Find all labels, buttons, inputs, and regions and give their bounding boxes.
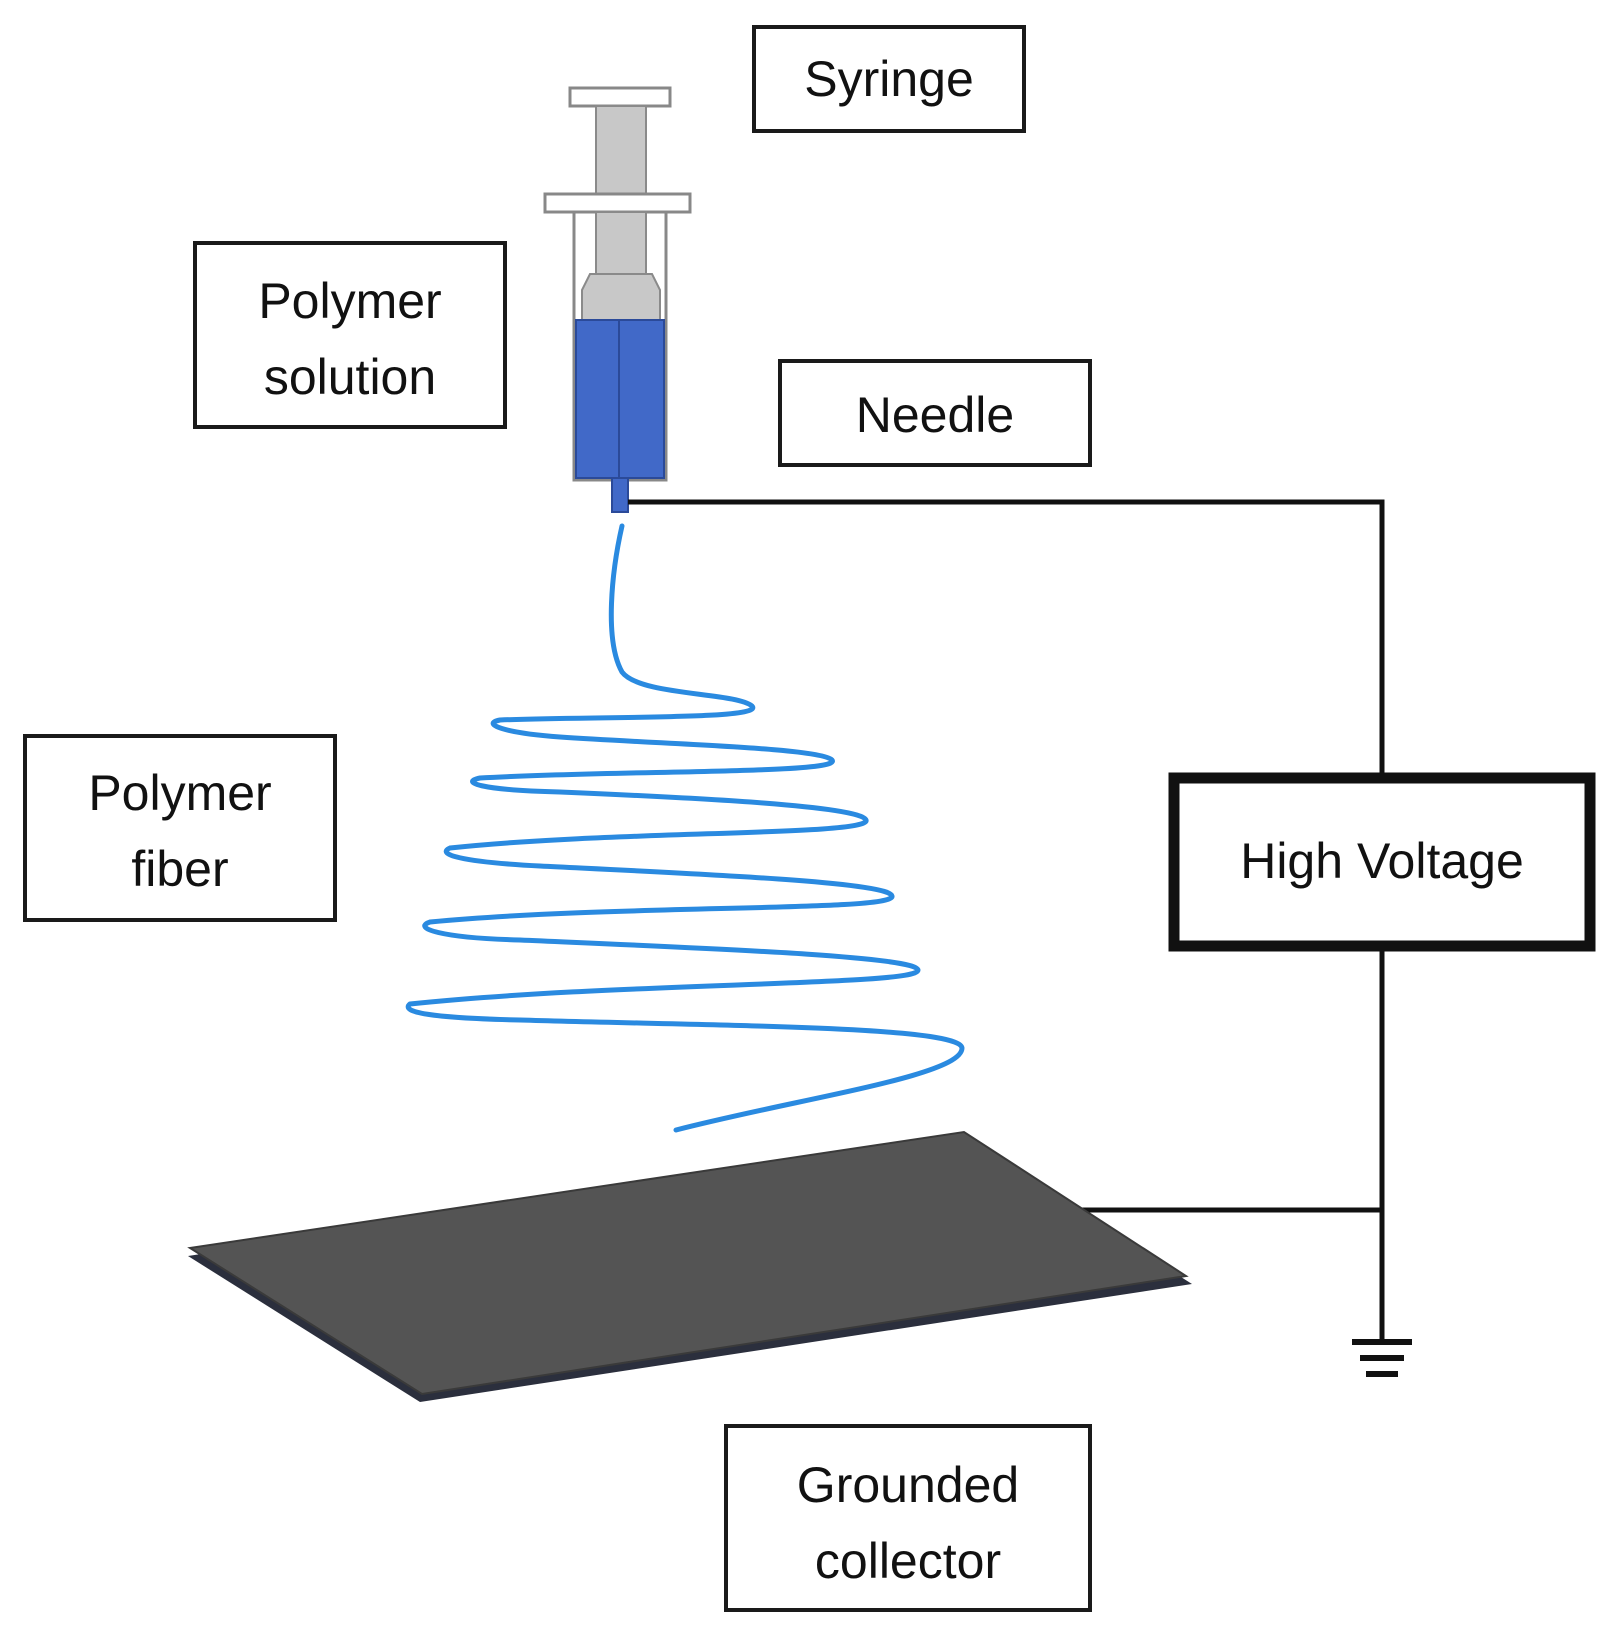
collector-plate-top (187, 1130, 1189, 1396)
polymer-fiber-label-line2: fiber (131, 841, 228, 897)
polymer-fiber-spiral (405, 523, 965, 1133)
syringe-tip (611, 477, 629, 513)
circuit-wires (628, 499, 1385, 1340)
needle-label-text: Needle (856, 387, 1014, 443)
syringe (543, 86, 692, 513)
grounded-collector-label: Grounded collector (724, 1424, 1092, 1612)
polymer-solution-label: Polymer solution (193, 241, 507, 429)
plunger-cap (568, 86, 672, 108)
high-voltage-label-text: High Voltage (1240, 833, 1524, 889)
polymer-solution-label-line2: solution (264, 349, 436, 405)
syringe-flange (543, 192, 692, 214)
grounded-collector-label-line2: collector (815, 1533, 1001, 1589)
polymer-fiber-label-line1: Polymer (88, 765, 271, 821)
polymer-solution-label-line1: Polymer (258, 273, 441, 329)
syringe-label: Syringe (752, 25, 1026, 133)
collector-plate (187, 1130, 1192, 1402)
needle-label: Needle (778, 359, 1092, 467)
polymer-fiber-label: Polymer fiber (23, 734, 337, 922)
grounded-collector-label-line1: Grounded (797, 1457, 1019, 1513)
needle-wire (628, 499, 1385, 778)
high-voltage-box: High Voltage (1168, 772, 1596, 952)
plunger-rod-inner (595, 211, 647, 275)
plunger-head (581, 273, 661, 321)
ground-icon (1352, 1339, 1412, 1377)
syringe-label-text: Syringe (804, 51, 974, 107)
